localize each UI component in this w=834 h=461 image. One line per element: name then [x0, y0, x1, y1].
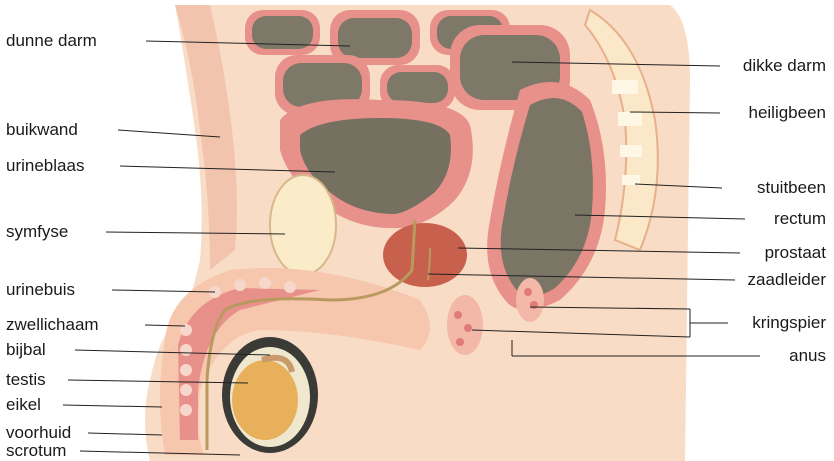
- label-testis: testis: [6, 370, 46, 390]
- label-rectum: rectum: [774, 209, 826, 229]
- label-scrotum: scrotum: [6, 441, 66, 461]
- label-buikwand: buikwand: [6, 120, 78, 140]
- label-symfyse: symfyse: [6, 222, 68, 242]
- label-urineblaas: urineblaas: [6, 156, 84, 176]
- sacrum-vertebra: [612, 80, 638, 94]
- label-voorhuid: voorhuid: [6, 423, 71, 443]
- label-heiligbeen: heiligbeen: [748, 103, 826, 123]
- label-dikke-darm: dikke darm: [743, 56, 826, 76]
- prostate: [383, 223, 467, 287]
- label-stuitbeen: stuitbeen: [757, 178, 826, 198]
- label-urinebuis: urinebuis: [6, 280, 75, 300]
- label-anus: anus: [789, 346, 826, 366]
- label-prostaat: prostaat: [765, 243, 826, 263]
- sacrum-vertebra: [618, 112, 642, 126]
- coccyx: [622, 175, 640, 185]
- sacrum-vertebra: [620, 145, 642, 157]
- label-bijbal: bijbal: [6, 340, 46, 360]
- label-kringspier: kringspier: [752, 313, 826, 333]
- label-zaadleider: zaadleider: [748, 270, 826, 290]
- label-dunne-darm: dunne darm: [6, 31, 97, 51]
- pubic-symphysis: [270, 175, 336, 275]
- label-eikel: eikel: [6, 395, 41, 415]
- label-zwellichaam: zwellichaam: [6, 315, 99, 335]
